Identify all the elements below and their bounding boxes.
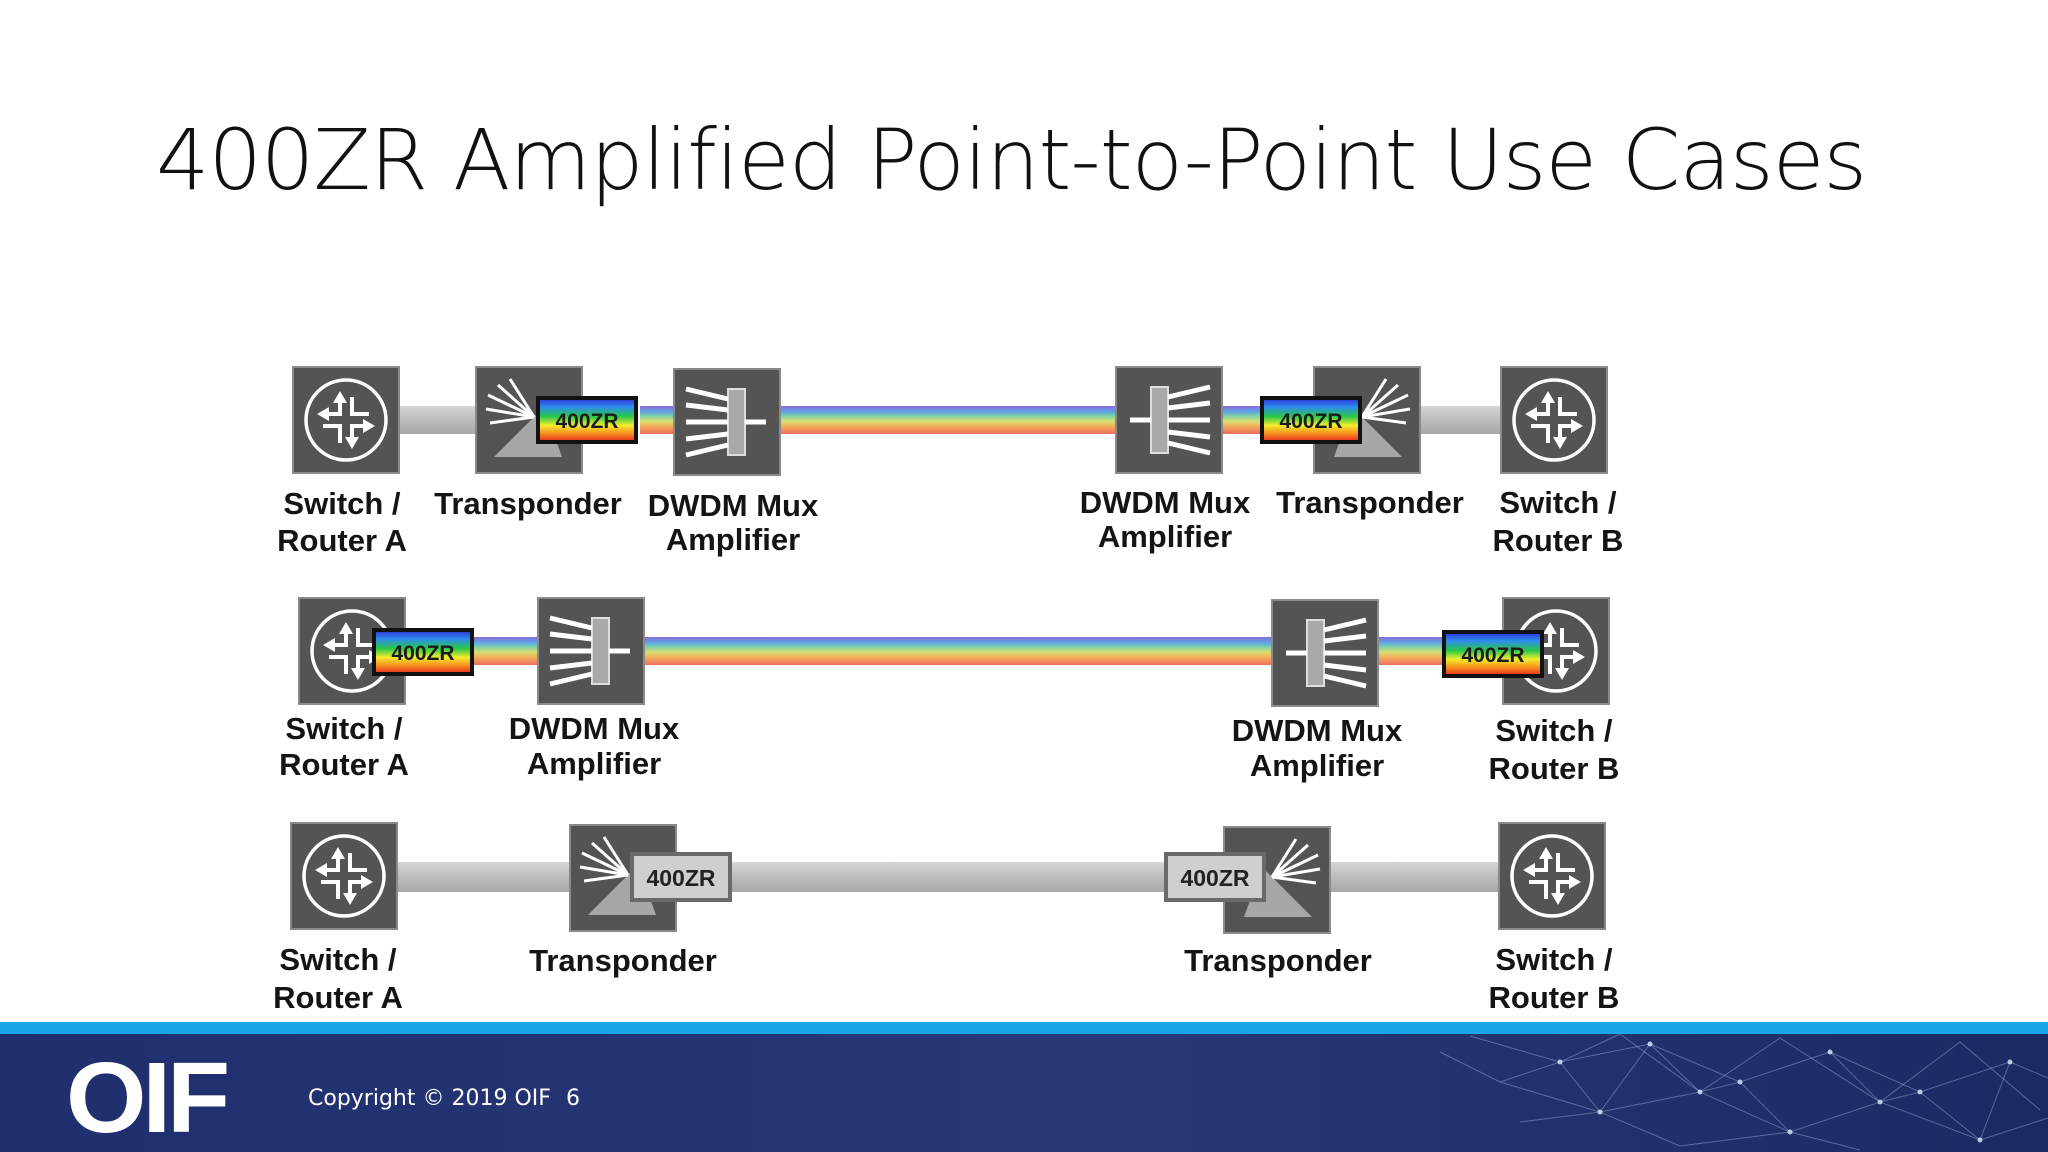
svg-text:400ZR: 400ZR bbox=[646, 865, 715, 891]
router-icon bbox=[1499, 365, 1609, 475]
fiber-rainbow-segment bbox=[1376, 637, 1446, 665]
router-icon bbox=[1497, 821, 1607, 931]
svg-text:OIF: OIF bbox=[66, 1054, 227, 1138]
node-label: Router B bbox=[1489, 751, 1620, 786]
node-label: Switch / bbox=[285, 711, 403, 746]
fiber-gray-segment bbox=[1330, 862, 1500, 892]
dwdm-mux-icon bbox=[1116, 367, 1222, 473]
node-label: Router A bbox=[279, 747, 409, 782]
use-case-row-1: 400ZR 400ZR Switch / Router A Transponde… bbox=[277, 367, 1623, 558]
dwdm-mux-icon bbox=[674, 369, 780, 475]
node-label: Transponder bbox=[529, 943, 717, 978]
node-label: Switch / bbox=[1495, 942, 1613, 977]
fiber-gray-segment bbox=[394, 862, 572, 892]
400zr-module-tag: 400ZR bbox=[536, 396, 638, 444]
slide-title: 400ZR Amplified Point-to-Point Use Cases bbox=[156, 111, 1867, 209]
400zr-module-tag: 400ZR bbox=[372, 628, 474, 676]
node-label: DWDM Mux bbox=[1080, 485, 1251, 520]
footer-accent-stripe bbox=[0, 1022, 2048, 1034]
copyright-text: Copyright © 2019 OIF bbox=[308, 1086, 551, 1111]
400zr-module-tag: 400ZR bbox=[1164, 852, 1266, 902]
node-label: Transponder bbox=[1184, 943, 1372, 978]
node-label: Router B bbox=[1489, 980, 1620, 1015]
400zr-module-tag: 400ZR bbox=[1442, 630, 1544, 678]
network-graphic bbox=[1439, 1033, 2048, 1151]
svg-text:400ZR: 400ZR bbox=[1180, 865, 1249, 891]
node-label: Router A bbox=[273, 980, 403, 1015]
node-label: Router B bbox=[1493, 523, 1624, 558]
400zr-module-tag: 400ZR bbox=[630, 852, 732, 902]
oif-logo: OIF bbox=[66, 1054, 228, 1138]
node-label: Switch / bbox=[283, 486, 401, 521]
node-label: DWDM Mux bbox=[1232, 713, 1403, 748]
use-case-row-2: 400ZR 400ZR Switch / Router A DWDM Mux A… bbox=[279, 598, 1619, 786]
svg-text:400ZR: 400ZR bbox=[1461, 644, 1524, 667]
node-label: Transponder bbox=[1276, 485, 1464, 520]
fiber-gray-segment bbox=[398, 406, 478, 434]
svg-text:400ZR: 400ZR bbox=[1279, 410, 1342, 433]
node-label: Amplifier bbox=[1250, 748, 1384, 783]
svg-text:400ZR: 400ZR bbox=[391, 642, 454, 665]
400zr-module-tag: 400ZR bbox=[1260, 396, 1362, 444]
fiber-direct-link bbox=[728, 862, 1170, 892]
fiber-dwdm-link bbox=[780, 406, 1116, 434]
node-label: Transponder bbox=[434, 486, 622, 521]
node-label: Amplifier bbox=[666, 522, 800, 557]
fiber-rainbow-segment bbox=[640, 406, 676, 434]
node-label: DWDM Mux bbox=[509, 711, 680, 746]
fiber-dwdm-link bbox=[640, 637, 1274, 665]
use-case-diagram: 400ZR 400ZR Switch / Router A Transponde… bbox=[273, 0, 1623, 1015]
router-icon bbox=[289, 821, 399, 931]
dwdm-mux-icon bbox=[538, 598, 644, 704]
node-label: Router A bbox=[277, 523, 407, 558]
dwdm-mux-icon bbox=[1272, 600, 1378, 706]
node-label: Switch / bbox=[279, 942, 397, 977]
node-label: Switch / bbox=[1499, 485, 1617, 520]
fiber-rainbow-segment bbox=[1222, 406, 1260, 434]
svg-text:400ZR: 400ZR bbox=[555, 410, 618, 433]
fiber-gray-segment bbox=[1420, 406, 1502, 434]
router-icon bbox=[291, 365, 401, 475]
node-label: Amplifier bbox=[527, 746, 661, 781]
node-label: DWDM Mux bbox=[648, 488, 819, 523]
node-label: Amplifier bbox=[1098, 519, 1232, 554]
use-case-row-3: 400ZR 400ZR Switch / Router A Transponde… bbox=[273, 821, 1620, 1015]
footer-bar: OIF Copyright © 2019 OIF 6 bbox=[0, 1022, 2048, 1152]
fiber-rainbow-segment bbox=[470, 637, 540, 665]
page-number: 6 bbox=[566, 1086, 580, 1111]
node-label: Switch / bbox=[1495, 713, 1613, 748]
